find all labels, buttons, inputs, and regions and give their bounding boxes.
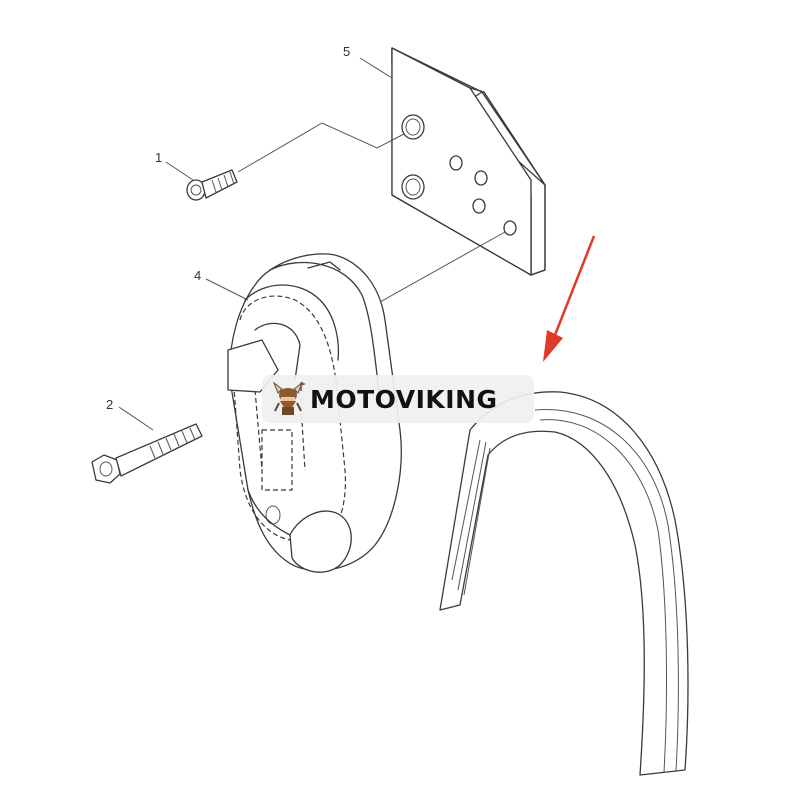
part-label-4: 4 xyxy=(194,268,201,283)
bolt-part-2 xyxy=(91,423,203,484)
drive-belt xyxy=(439,391,689,776)
screw-part-1 xyxy=(186,169,238,201)
watermark-brand-text: MOTOVIKING xyxy=(310,384,498,414)
leader-1 xyxy=(165,161,194,181)
viking-mascot-icon xyxy=(272,381,306,415)
motoviking-watermark: MOTOVIKING xyxy=(262,375,534,423)
part-label-1: 1 xyxy=(155,150,162,165)
assembly-line-tensioner xyxy=(379,231,506,303)
leader-5 xyxy=(359,57,393,79)
part-label-5: 5 xyxy=(343,44,350,59)
part-label-2: 2 xyxy=(106,397,113,412)
leader-2 xyxy=(118,406,154,431)
red-pointer-arrow-icon xyxy=(543,235,596,362)
bracket-plate xyxy=(391,47,546,276)
leader-4 xyxy=(205,278,249,301)
assembly-line-bolt1 xyxy=(237,122,405,173)
